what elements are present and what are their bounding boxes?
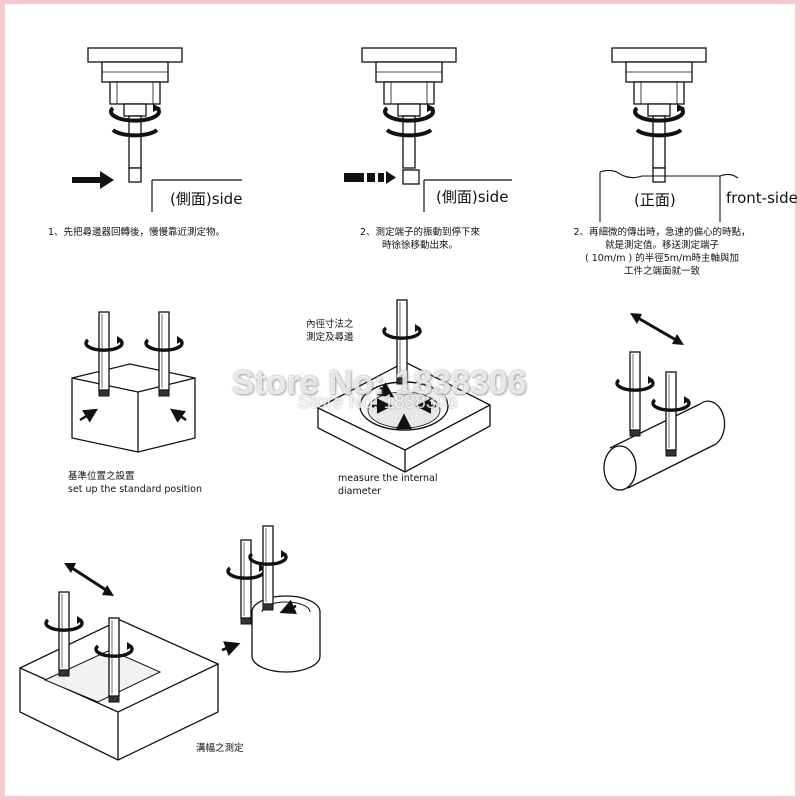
step3-front-side-label: front-side [726, 189, 798, 207]
step1-caption: 1、先把尋邊器回轉後，慢慢靠近測定物。 [48, 227, 226, 238]
approach-arrow-icon [386, 171, 396, 184]
step2-caption-line2: 時徐徐移動出來。 [381, 240, 458, 251]
step1-illustration [72, 46, 242, 212]
internal-diameter-caption-line1: measure the internal [338, 473, 438, 484]
standard-position-caption-cn: 基準位置之設置 [68, 471, 135, 482]
step1-side-label: (側面)side [170, 190, 243, 208]
store-watermark-small: Store No: 1838306 [298, 392, 458, 413]
internal-diameter-label-line1: 內徑寸法之 [306, 319, 354, 330]
step2-side-label: (側面)side [436, 188, 509, 206]
step3-caption-line2: 就是測定值。移送測定端子 [604, 240, 719, 251]
internal-diameter-label: 內徑寸法之 測定及尋邊 [306, 318, 354, 344]
outer-diameter-illustration [221, 524, 321, 673]
step3-caption: 2、再細微的傳出時，急速的偏心的時點， 就是測定值。移送測定端子 ( 10m/m… [554, 226, 770, 278]
groove-caption: 溝幅之測定 [196, 743, 244, 754]
internal-diameter-caption-line2: diameter [338, 486, 382, 497]
step3-illustration [599, 46, 739, 222]
step3-caption-line1: 2、再細微的傳出時，急速的偏心的時點， [573, 227, 751, 238]
store-watermark: Store No: 1838306 [232, 364, 527, 402]
groove-illustration [18, 563, 220, 761]
internal-diameter-caption: measure the internal diameter [338, 472, 438, 498]
step3-caption-line4: 工件之端面就一致 [623, 266, 700, 277]
standard-position-caption-en: set up the standard position [68, 484, 203, 495]
approach-arrow-icon [72, 171, 114, 189]
internal-diameter-illustration [316, 298, 492, 473]
cylinder-illustration [603, 313, 726, 491]
step2-illustration [344, 46, 512, 212]
standard-position-illustration [71, 310, 196, 453]
internal-diameter-label-line2: 測定及尋邊 [306, 332, 354, 343]
standard-position-caption: 基準位置之設置 set up the standard position [68, 470, 202, 496]
step2-caption-line1: 2、測定端子的振動到停下來 [359, 227, 481, 238]
step3-caption-line3: ( 10m/m ) 的半徑5m/m時主軸與加 [584, 253, 740, 264]
step3-front-label: (正面) [634, 191, 676, 209]
step2-caption: 2、測定端子的振動到停下來 時徐徐移動出來。 [345, 226, 495, 252]
